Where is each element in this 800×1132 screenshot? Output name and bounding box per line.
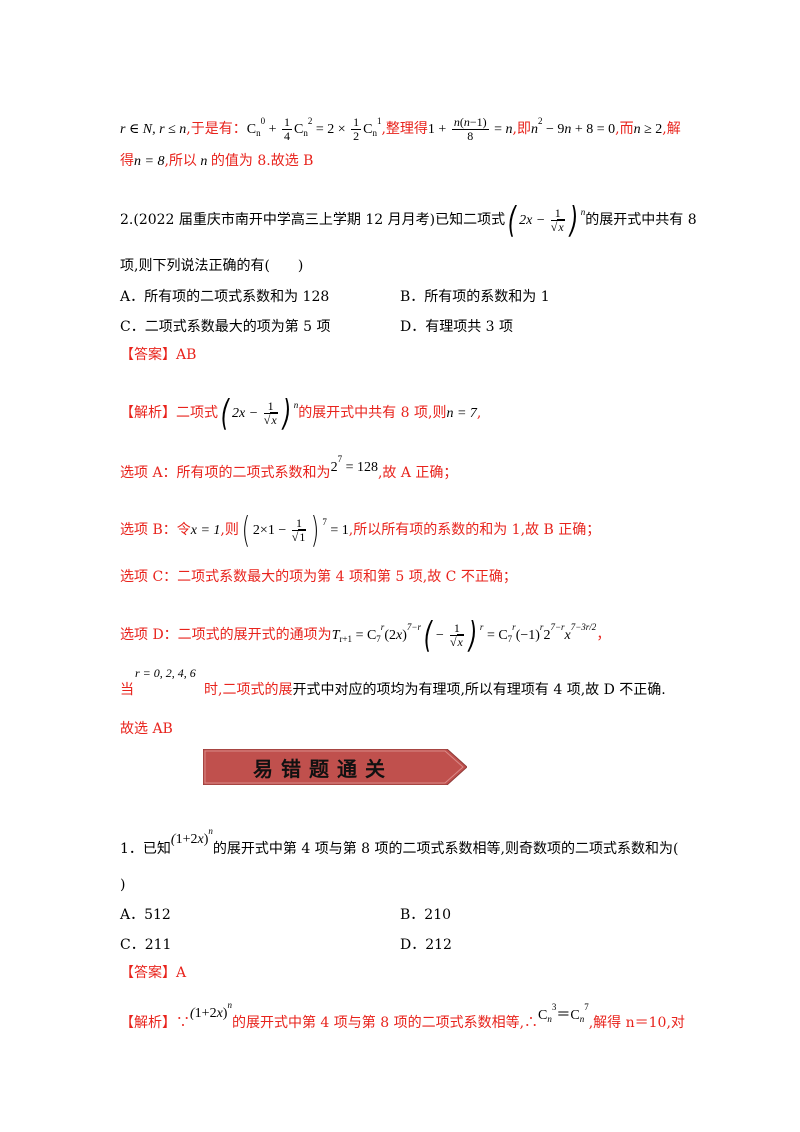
options-row-1: A．所有项的二项式系数和为 128 <box>120 288 329 306</box>
easy-question-1-line2: ) <box>120 877 126 893</box>
binomial-expression: (2x − 1√x)n <box>507 199 586 241</box>
analysis-option-b: 选项 B：令x = 1,则(2×1 − 1√1)7 = 1,所以所有项的系数的和… <box>120 509 601 551</box>
section-banner: 易错题通关 <box>202 748 468 786</box>
solution-line-2: 得n = 8,所以 n 的值为 8.故选 B <box>120 153 314 169</box>
easy-question-1-stem: 1．已知(1+2x)n的展开式中第 4 项与第 8 项的二项式系数相等,则奇数项… <box>120 826 679 857</box>
analysis-option-c: 选项 C：二项式系数最大的项为第 4 项和第 5 项,故 C 不正确； <box>120 569 517 585</box>
analysis-line-1: 【解析】二项式(2x − 1√x)n的展开式中共有 8 项,则n = 7, <box>120 392 482 434</box>
equation-2: 1 + n(n−1)8 = n <box>427 115 513 144</box>
option-d: D．有理项共 3 项 <box>400 319 514 335</box>
option-a: A．所有项的二项式系数和为 128 <box>120 289 330 305</box>
r-values: r = 0, 2, 4, 6 <box>135 666 196 680</box>
condition: r ∈ N, r ≤ n <box>120 122 187 137</box>
final-choice: 故选 AB <box>120 721 173 737</box>
answer-line: 【答案】AB <box>120 347 197 363</box>
easy-answer-line: 【答案】A <box>120 965 187 981</box>
equation-3: n2 − 9n + 8 = 0 <box>530 116 616 137</box>
analysis-option-d: 选项 D：二项式的展开式的通项为Tr+1 = C7r(2x)7−r(− 1√x)… <box>120 614 611 656</box>
easy-option-b: B．210 <box>400 907 452 923</box>
banner-title: 易错题通关 <box>253 756 393 781</box>
easy-analysis-line: 【解析】∵(1+2x)n的展开式中第 4 项与第 8 项的二项式系数相等,∴Cn… <box>120 1000 685 1031</box>
analysis-option-a: 选项 A：所有项的二项式系数和为27 = 128,故 A 正确； <box>120 454 458 481</box>
easy-option-c: C．211 <box>120 937 172 953</box>
general-term: Tr+1 = C7r(2x)7−r(− 1√x)r = C7r(−1)r27−r… <box>331 614 597 656</box>
question-2-stem-line2: 项,则下列说法正确的有( ) <box>120 258 304 274</box>
equation-4: n ≥ 2 <box>633 122 663 137</box>
easy-option-a: A．512 <box>120 907 171 923</box>
option-c: C．二项式系数最大的项为第 5 项 <box>120 319 331 335</box>
easy-option-d: D．212 <box>400 937 452 953</box>
question-2-stem: 2.(2022 届重庆市南开中学高三上学期 12 月月考)已知二项式(2x − … <box>120 199 697 241</box>
banner-arrow-shape <box>202 748 468 786</box>
conclusion-line: 当时,二项式的展开式中对应的项均为有理项,所以有理项有 4 项,故 D 不正确. <box>120 682 666 698</box>
option-b: B．所有项的系数和为 1 <box>400 289 550 305</box>
